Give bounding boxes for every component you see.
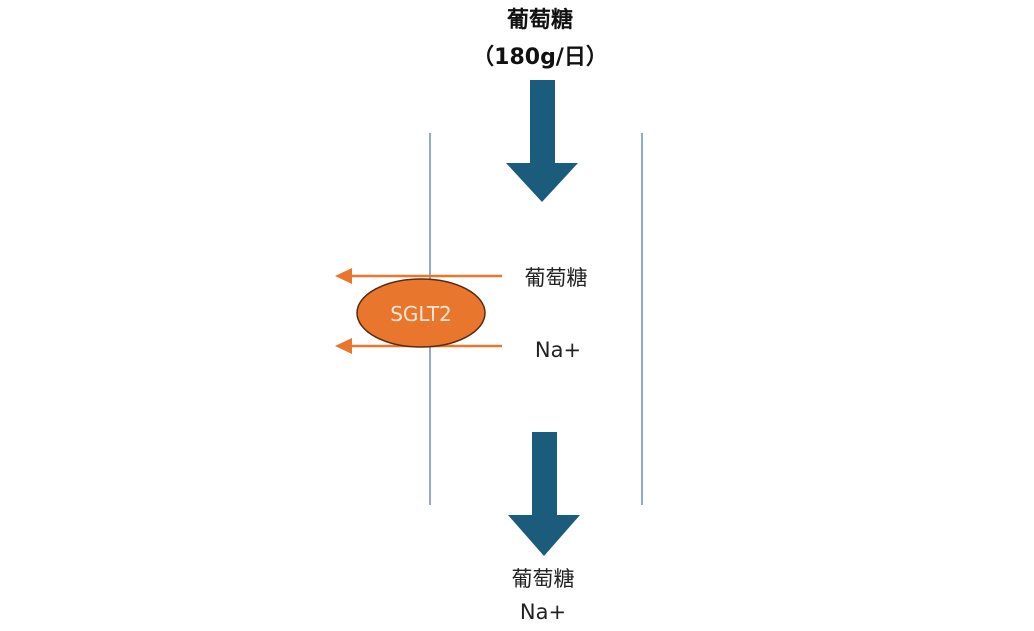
- excretion-arrow: [508, 432, 580, 556]
- glucose-arrowhead: [335, 268, 352, 284]
- top-glucose-title: 葡萄糖: [506, 8, 574, 33]
- top-glucose-amount: （180g/日）: [472, 45, 608, 70]
- sglt2-transporter: [356, 278, 486, 348]
- filtration-arrow: [506, 80, 578, 202]
- middle-glucose-label: 葡萄糖: [524, 266, 588, 290]
- bottom-sodium-label: Na+: [519, 600, 567, 624]
- sodium-arrowhead: [335, 338, 352, 354]
- bottom-glucose-label: 葡萄糖: [511, 567, 575, 591]
- sglt2-label: SGLT2: [390, 302, 452, 326]
- middle-sodium-label: Na+: [534, 338, 582, 362]
